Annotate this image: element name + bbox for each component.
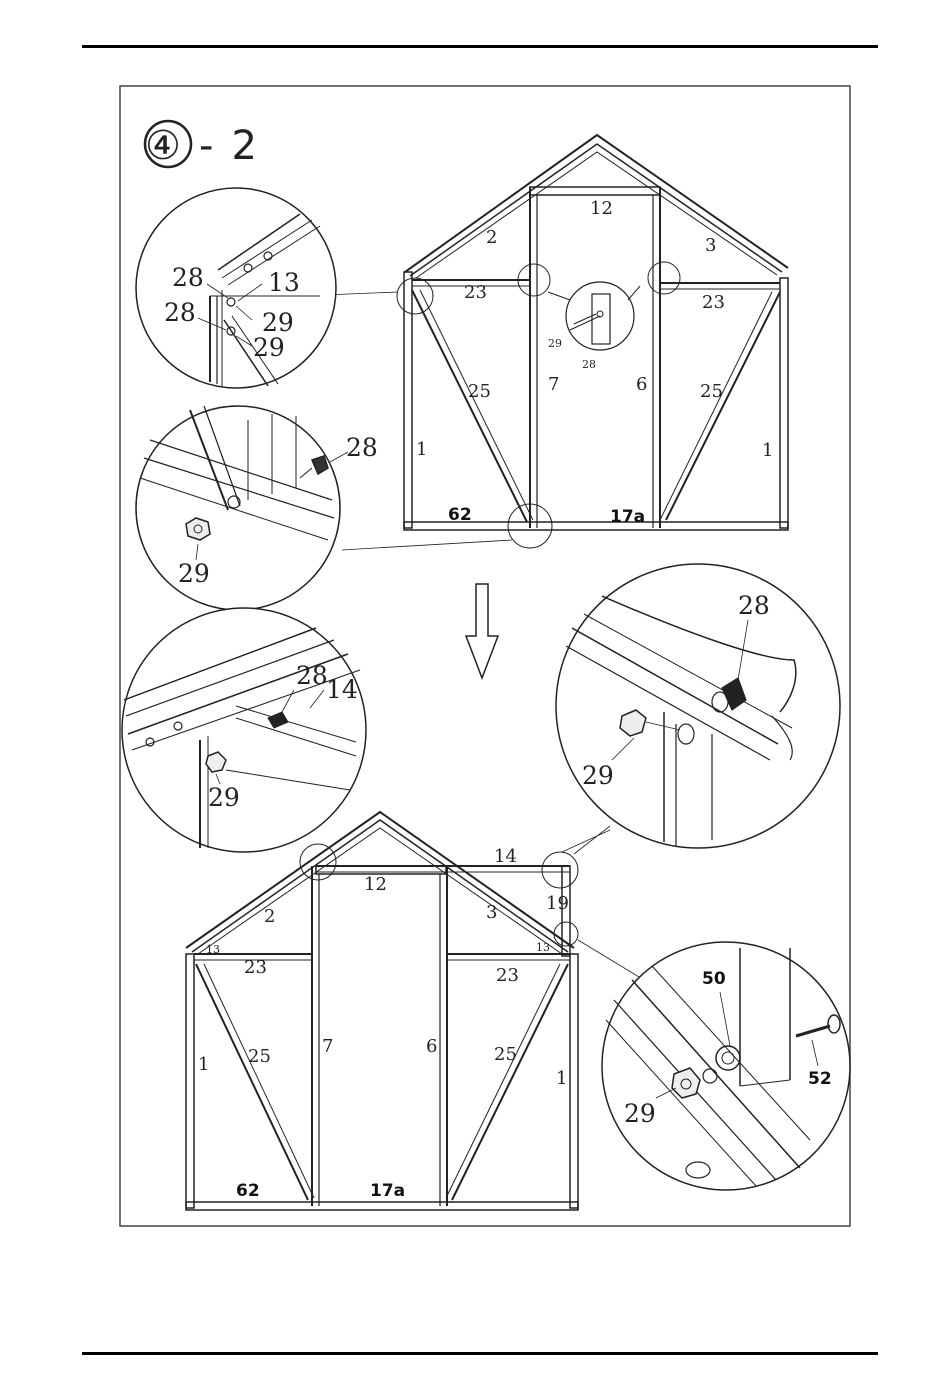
label-bottom-right-nut: 29 — [624, 1099, 656, 1128]
label-bottom-left-base: 62 — [236, 1181, 260, 1201]
label-right-door-post: 6 — [636, 374, 647, 395]
label-corner-nut-b: 29 — [253, 333, 285, 362]
label-right-base: 17a — [610, 507, 645, 527]
label-bottom-right-corner: 13 — [536, 941, 550, 954]
label-bottom-right-tie: 23 — [496, 965, 519, 986]
inset-bottom-right — [602, 942, 850, 1190]
label-bottom-eave-bar: 14 — [494, 846, 517, 867]
label-bottom-left-roof: 2 — [264, 906, 275, 927]
label-bottom-left-corner: 13 — [206, 943, 220, 956]
label-bottom-right-door-post: 6 — [426, 1036, 437, 1057]
label-bottom-right-base: 17a — [370, 1181, 405, 1201]
label-left-base: 62 — [448, 505, 472, 525]
label-ridge: 12 — [590, 198, 613, 219]
label-inset-bolt: 29 — [548, 337, 562, 350]
label-bottom-right-bolt: 52 — [808, 1069, 832, 1089]
label-bottom-ridge: 12 — [364, 874, 387, 895]
inset-corner — [136, 188, 336, 388]
label-left-tie: 23 — [464, 282, 487, 303]
label-bottom-corner-post: 19 — [546, 893, 569, 914]
label-left-brace: 25 — [468, 381, 491, 402]
label-bottom-right-washer: 50 — [702, 969, 726, 989]
label-bottom-left-side: 1 — [198, 1054, 209, 1075]
label-base-bolt: 28 — [346, 433, 378, 462]
label-right-brace: 25 — [700, 381, 723, 402]
label-bottom-right-brace: 25 — [494, 1044, 517, 1065]
label-mid-left-bar: 14 — [326, 675, 358, 704]
label-base-nut: 29 — [178, 559, 210, 588]
label-left-roof: 2 — [486, 227, 497, 248]
label-right-tie: 23 — [702, 292, 725, 313]
label-mid-left-nut: 29 — [208, 783, 240, 812]
label-mid-right-bolt: 28 — [738, 591, 770, 620]
label-mid-left-bolt: 28 — [296, 661, 328, 690]
step-title-text: ④-2 — [145, 123, 257, 169]
label-corner-bar: 13 — [268, 268, 300, 297]
label-bottom-left-tie: 23 — [244, 957, 267, 978]
label-bottom-left-brace: 25 — [248, 1046, 271, 1067]
label-corner-bolt-b: 28 — [164, 298, 196, 327]
inset-mid-left — [122, 608, 366, 852]
label-bottom-left-door-post: 7 — [322, 1036, 333, 1057]
label-bottom-right-roof: 3 — [486, 902, 497, 923]
label-right-side: 1 — [762, 440, 773, 461]
label-corner-bolt-a: 28 — [172, 263, 204, 292]
label-bottom-right-side: 1 — [556, 1068, 567, 1089]
label-left-door-post: 7 — [548, 374, 559, 395]
label-mid-right-nut: 29 — [582, 761, 614, 790]
label-right-roof: 3 — [705, 235, 716, 256]
step-title: ④-2 — [145, 121, 257, 169]
label-left-side: 1 — [416, 439, 427, 460]
label-inset-nut: 28 — [582, 358, 596, 371]
